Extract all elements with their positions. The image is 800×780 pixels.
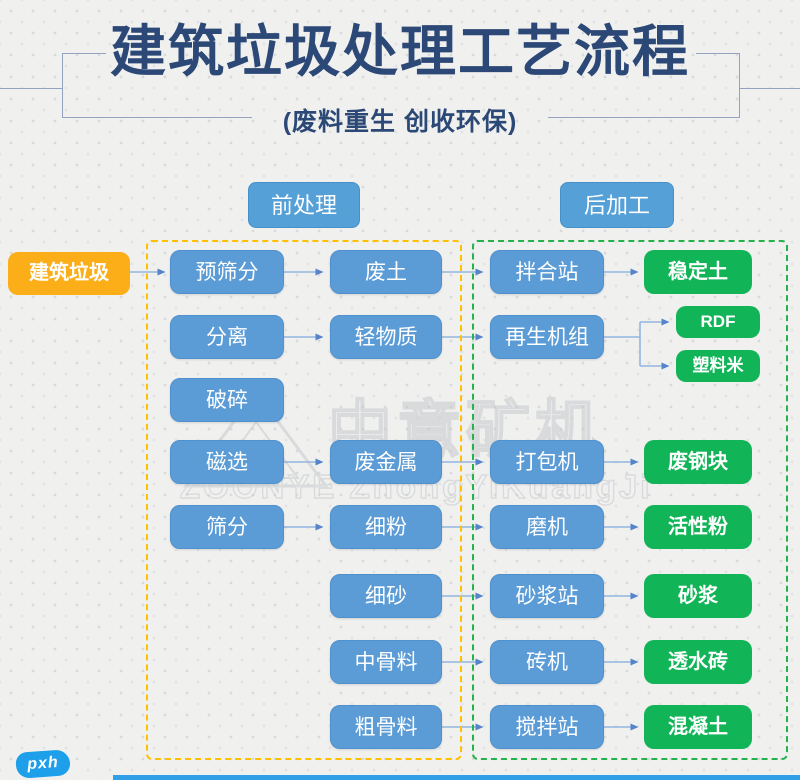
- bottom-accent-bar: [113, 775, 800, 780]
- post-processing-region: [472, 240, 788, 760]
- title-frame-line: [696, 53, 740, 54]
- pre-processing-region: [146, 240, 462, 760]
- process-box-fine-powder: 细粉: [330, 505, 442, 549]
- section-header-pre-processing: 前处理: [248, 182, 360, 228]
- output-box-concrete: 混凝土: [644, 705, 752, 749]
- title-frame-line: [62, 117, 252, 118]
- process-box-screening: 筛分: [170, 505, 284, 549]
- title-frame-line: [0, 88, 63, 89]
- process-box-brick-machine: 砖机: [490, 640, 604, 684]
- page-title: 建筑垃圾处理工艺流程: [110, 20, 690, 83]
- process-box-crushing: 破碎: [170, 378, 284, 422]
- page-subtitle: (废料重生 创收环保): [282, 108, 518, 136]
- process-box-coarse-aggregate: 粗骨料: [330, 705, 442, 749]
- process-box-fine-sand: 细砂: [330, 574, 442, 618]
- title-frame-line: [739, 53, 740, 118]
- process-box-light-material: 轻物质: [330, 315, 442, 359]
- output-box-mortar: 砂浆: [644, 574, 752, 618]
- output-box-permeable-brick: 透水砖: [644, 640, 752, 684]
- source-box-construction-waste: 建筑垃圾: [8, 252, 130, 295]
- process-box-medium-aggregate: 中骨料: [330, 640, 442, 684]
- output-box-plastic-pellets: 塑料米: [676, 350, 760, 382]
- section-header-post-processing: 后加工: [560, 182, 674, 228]
- process-box-pre-screening: 预筛分: [170, 250, 284, 294]
- output-box-active-powder: 活性粉: [644, 505, 752, 549]
- process-box-mortar-station: 砂浆站: [490, 574, 604, 618]
- output-box-stabilized-soil: 稳定土: [644, 250, 752, 294]
- process-box-regeneration-unit: 再生机组: [490, 315, 604, 359]
- process-box-mixing-station: 拌合站: [490, 250, 604, 294]
- process-box-waste-soil: 废土: [330, 250, 442, 294]
- title-frame-line: [62, 53, 106, 54]
- output-box-scrap-steel: 废钢块: [644, 440, 752, 484]
- process-box-baler: 打包机: [490, 440, 604, 484]
- process-box-mill: 磨机: [490, 505, 604, 549]
- title-frame-line: [62, 53, 63, 118]
- output-box-rdf: RDF: [676, 306, 760, 338]
- process-box-scrap-metal: 废金属: [330, 440, 442, 484]
- pxh-badge: pxh: [15, 749, 71, 779]
- process-box-magnetic-separation: 磁选: [170, 440, 284, 484]
- process-box-mixing-plant: 搅拌站: [490, 705, 604, 749]
- title-frame-line: [548, 117, 740, 118]
- process-box-separation: 分离: [170, 315, 284, 359]
- title-frame-line: [739, 88, 800, 89]
